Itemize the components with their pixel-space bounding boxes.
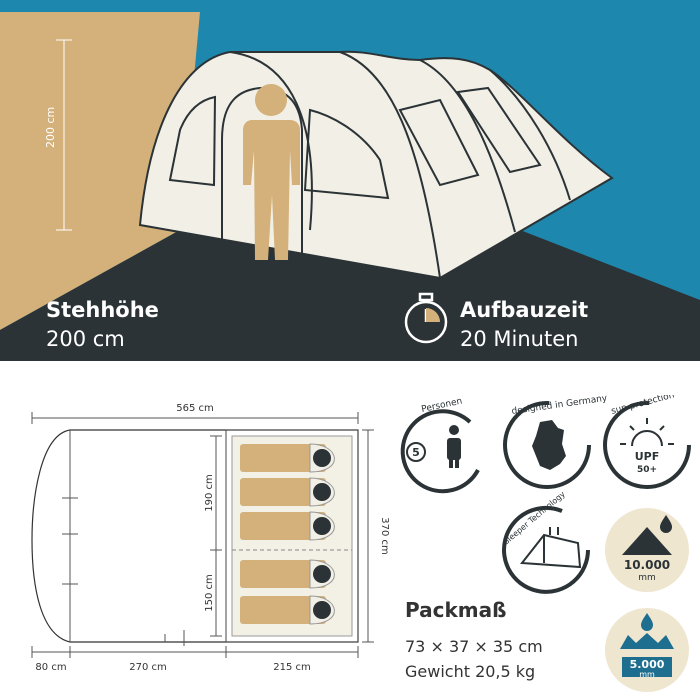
sleeping-bag [240,511,335,541]
hero-panel: 200 cm Stehhöhe 200 cm Aufbauzeit 20 Min… [0,0,700,361]
water-drop-icon [660,515,672,533]
tent-sleeper-icon [520,527,582,569]
pack-dimensions: 73 × 37 × 35 cm [405,637,543,656]
persons-badge: 5 Personen [400,397,480,494]
sleeping-bags [240,443,335,625]
persons-count: 5 [412,446,420,459]
sleeper-tech-badge: Sleeper Technology [502,489,590,594]
feature-badges: 5 Personen designed in Germany UPF 50+ s… [400,395,691,692]
upf-value: 50+ [637,465,657,475]
standing-height-title: Stehhöhe [46,298,159,322]
germany-map-icon [532,420,566,470]
germany-label: designed in Germany [511,395,609,417]
tent-illustration [0,0,700,361]
setup-time-value: 20 Minuten [460,327,579,351]
water-column-badge-5000: 5.000 mm [605,608,689,692]
standing-height-value: 200 cm [46,327,125,351]
sleeping-bag [240,443,335,473]
pack-weight: Gewicht 20,5 kg [405,662,536,681]
pack-size-title: Packmaß [405,598,507,622]
setup-time-title: Aufbauzeit [460,298,589,322]
sleeping-bag [240,477,335,507]
floor-plan: 565 cm 370 cm 190 cm 150 cm 80 cm 270 cm… [31,403,390,673]
person-icon [243,84,300,260]
height-dimension-label: 200 cm [44,106,57,148]
floor-icon [620,633,674,649]
floor-water-unit: mm [639,670,655,679]
upf-label: UPF [635,450,660,463]
dim-80: 80 cm [35,662,66,673]
germany-badge: designed in Germany [503,395,609,489]
dim-215: 215 cm [273,662,311,673]
person-icon [447,425,461,468]
dim-150: 150 cm [204,574,215,612]
floor-water-value: 5.000 [630,658,665,671]
stopwatch-icon [404,292,448,344]
sun-icon [620,418,674,447]
tent-icon [622,527,672,555]
sleeping-bag [240,559,335,589]
dim-depth: 370 cm [379,517,390,555]
water-drop-icon [641,613,653,631]
water-column-badge-10000: 10.000 mm [605,508,689,592]
water-column-value: 10.000 [624,558,670,572]
water-column-unit: mm [638,573,656,583]
dim-width-total: 565 cm [176,403,214,414]
sun-protection-label: sun protection [610,395,675,417]
sun-protection-badge: UPF 50+ sun protection [603,395,691,489]
dim-190: 190 cm [204,474,215,512]
sleeping-bag [240,595,335,625]
dim-270: 270 cm [129,662,167,673]
